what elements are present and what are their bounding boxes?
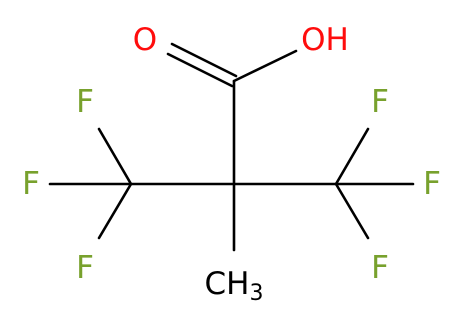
fluorine-right-top-label: F: [371, 84, 389, 120]
hydroxyl-label: OH: [301, 22, 349, 58]
bonds: [48, 42, 415, 252]
fluorine-right-bottom-label: F: [371, 250, 389, 286]
fluorine-left-bottom-label: F: [76, 250, 94, 286]
bond-c-oh: [232, 49, 298, 83]
fluorine-right-mid-label: F: [423, 166, 441, 202]
oxygen-label: O: [133, 22, 157, 58]
bond-left-f-top: [97, 127, 133, 186]
bond-right-f-top: [334, 127, 370, 186]
methyl-subscript-text: 3: [249, 281, 263, 306]
fluorine-left-mid-label: F: [22, 166, 40, 202]
methyl-label: CH3: [205, 266, 264, 306]
bond-right-f-bottom: [334, 182, 370, 240]
bond-c-o-double-1: [166, 52, 234, 88]
bond-c-o-double-2: [170, 42, 238, 78]
bond-left-f-bottom: [97, 182, 133, 240]
atom-labels: O OH F F F F F F CH3: [22, 22, 441, 306]
fluorine-left-top-label: F: [76, 84, 94, 120]
methyl-ch-text: CH: [205, 266, 250, 302]
